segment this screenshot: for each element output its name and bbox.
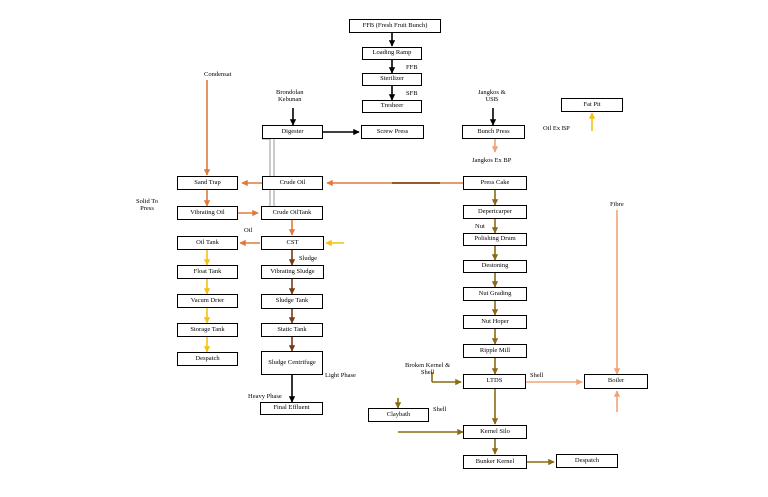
label-fibre: Fibre (610, 201, 624, 208)
label-broken-kernel: Broken Kernel & Shell (405, 362, 450, 376)
node-sterilizer: Sterilizer (362, 73, 422, 86)
node-bunker-kernel: Bunker Kernel (463, 455, 527, 469)
label-sfb: SFB (406, 90, 418, 97)
arrows-orange (203, 80, 463, 247)
node-boiler: Boiler (584, 374, 648, 389)
node-ffb: FFB (Fresh Fruit Bunch) (349, 19, 441, 33)
node-bunch-press: Bunch Press (462, 125, 525, 139)
node-kernel-silo: Kernel Silo (463, 425, 527, 439)
label-jangkos: Jangkos & USB (478, 89, 506, 103)
node-press-cake: Press Cake (463, 176, 527, 190)
node-despatch-kernel: Despatch (556, 454, 618, 468)
node-sand-trap: Sand Trap (177, 176, 238, 190)
label-heavy-phase: Heavy Phase (248, 393, 282, 400)
label-jangkos-line1: Jangkos & (478, 89, 506, 96)
arrows-gray (178, 131, 275, 214)
arrows-brown (288, 182, 440, 352)
label-light-phase: Light Phase (325, 372, 356, 379)
label-solid-to-press-line2: Press (140, 205, 154, 213)
label-nut: Nut (475, 223, 485, 230)
node-sludge-tank: Sludge Tank (261, 294, 323, 309)
node-final-effluent: Final Effluent (260, 402, 323, 415)
node-vibrating-sludge: Vibrating Sludge (261, 265, 324, 279)
arrows-yellow (203, 112, 596, 353)
label-shell-claybath: Shell (433, 406, 447, 413)
node-despatch-oil: Despatch (177, 352, 238, 366)
node-sludge-centrifuge: Sludge Centrifuge (261, 351, 323, 375)
label-brondolan-line1: Brondolan (276, 89, 304, 96)
arrows-peach (491, 139, 621, 412)
label-oil-ex-bp: Oil Ex BP (543, 125, 570, 132)
label-ffb: FFB (406, 64, 418, 71)
label-solid-to-press: Solid To Press (136, 198, 158, 212)
node-ripple-mill: Ripple Mill (463, 344, 527, 358)
node-cst: CST (261, 236, 324, 250)
node-storage-tank: Storage Tank (177, 323, 238, 337)
node-digester: Digester (262, 125, 323, 139)
node-fat-pit: Fat Pit (561, 98, 623, 112)
node-claybath: Claybath (368, 408, 429, 422)
arrows-black (288, 33, 497, 403)
node-depericarper: Depericarper (463, 205, 527, 219)
node-destoning: Destoning (463, 260, 527, 273)
label-sludge: Sludge (299, 255, 318, 262)
label-oil: Oil (244, 227, 253, 234)
label-brondolan: Brondolan Kebunan (276, 89, 303, 103)
node-crude-oil: Crude Oil (262, 176, 323, 190)
label-shell-ltds: Shell (530, 372, 544, 379)
label-jangkos-ex-bp: Jangkos Ex BP (472, 157, 512, 164)
node-crude-oil-tank: Crude OilTank (261, 206, 323, 220)
node-vibrating-oil: Vibrating Oil (177, 206, 238, 220)
node-static-tank: Static Tank (261, 323, 323, 337)
node-screw-press: Screw Press (361, 125, 424, 139)
label-jangkos-line2: USB (485, 96, 499, 104)
node-loading-ramp: Loading Ramp (362, 47, 422, 60)
node-float-tank: Float Tank (177, 265, 238, 279)
node-polishing-drum: Polishing Drum (463, 233, 527, 246)
label-solid-to-press-line1: Solid To (136, 198, 159, 205)
label-condensat: Condensat (204, 71, 232, 78)
node-ltds: LTDS (463, 374, 526, 389)
node-vacum-drier: Vacum Drier (177, 294, 238, 308)
node-oil-tank: Oil Tank (177, 236, 238, 250)
label-broken-kernel-line1: Broken Kernel & (405, 362, 451, 369)
arrows-olive (394, 190, 555, 466)
label-brondolan-line2: Kebunan (277, 96, 302, 104)
node-tresheer: Tresheer (362, 100, 422, 113)
node-nut-hoper: Nut Hoper (463, 315, 527, 329)
node-nut-grading: Nut Grading (463, 287, 527, 301)
label-broken-kernel-line2: Shell (420, 369, 435, 377)
